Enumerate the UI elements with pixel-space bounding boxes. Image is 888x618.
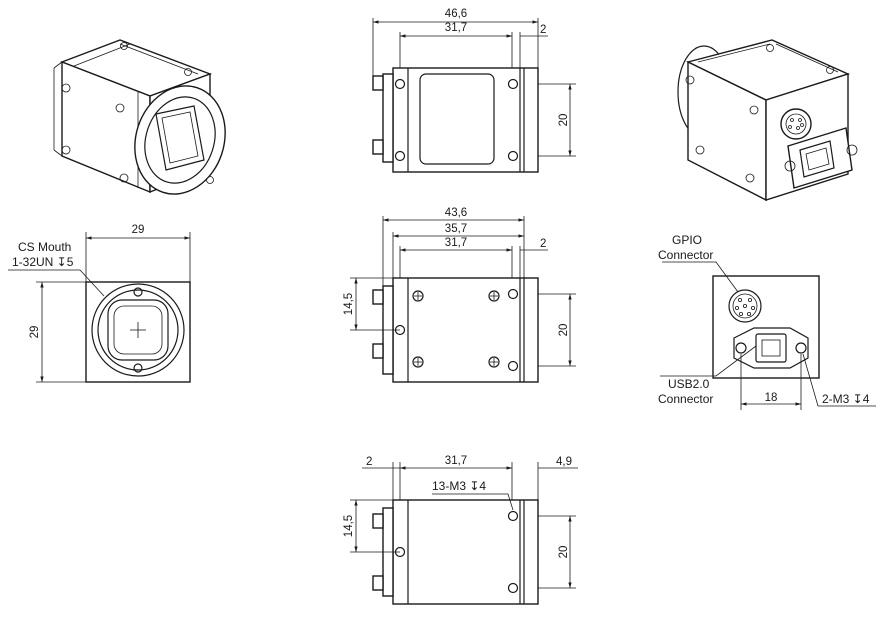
dim-mid-hole-spacing: 20 — [558, 324, 570, 337]
label-gpio-line1: GPIO — [672, 233, 702, 247]
dim-bottom-hole-spacing: 20 — [558, 546, 570, 559]
dim-mid-overall: 43,6 — [445, 207, 467, 219]
gpio-connector-icon — [728, 289, 762, 323]
dim-top-flange: 2 — [540, 24, 546, 36]
dim-back-hole-spacing: 18 — [765, 392, 778, 404]
bottom-view — [350, 462, 578, 605]
label-usb-line1: USB2.0 — [668, 377, 710, 391]
dim-front-height: 29 — [29, 326, 41, 339]
dim-bottom-lens-height: 14,5 — [343, 515, 355, 537]
label-cs-thread: 1-32UN ↧5 — [12, 255, 74, 269]
iso-gpio-connector-icon — [780, 108, 812, 140]
dim-mid-flange: 2 — [540, 238, 546, 250]
label-cs-mouth: CS Mouth — [18, 240, 71, 254]
back-view — [660, 261, 876, 410]
label-gpio-line2: Connector — [658, 248, 713, 262]
label-back-thread: 2-M3 ↧4 — [822, 392, 870, 406]
dim-mid-mid: 35,7 — [445, 223, 467, 235]
iso-lens-mount-icon — [134, 85, 226, 195]
side-mid-screw-icons — [412, 290, 500, 368]
dim-top-body: 31,7 — [445, 22, 467, 34]
dim-top-hole-spacing: 20 — [558, 114, 570, 127]
dim-bottom-offset: 4,9 — [556, 456, 572, 468]
iso-usb-connector-icon — [784, 127, 858, 189]
label-bottom-thread: 13-M3 ↧4 — [432, 479, 486, 493]
iso-back-screw-icons — [685, 44, 834, 183]
side-view-middle — [350, 216, 576, 383]
dim-bottom-body: 31,7 — [445, 455, 467, 467]
dim-top-overall: 46,6 — [445, 8, 467, 20]
dim-bottom-flange: 2 — [366, 456, 372, 468]
side-view-top — [372, 18, 576, 173]
dim-front-width: 29 — [132, 224, 145, 236]
dim-mid-body: 31,7 — [445, 237, 467, 249]
front-view — [8, 232, 191, 383]
iso-view-back — [677, 39, 858, 202]
label-usb-line2: Connector — [658, 392, 713, 406]
dim-mid-lens-height: 14,5 — [343, 293, 355, 315]
iso-view-front — [53, 39, 226, 195]
